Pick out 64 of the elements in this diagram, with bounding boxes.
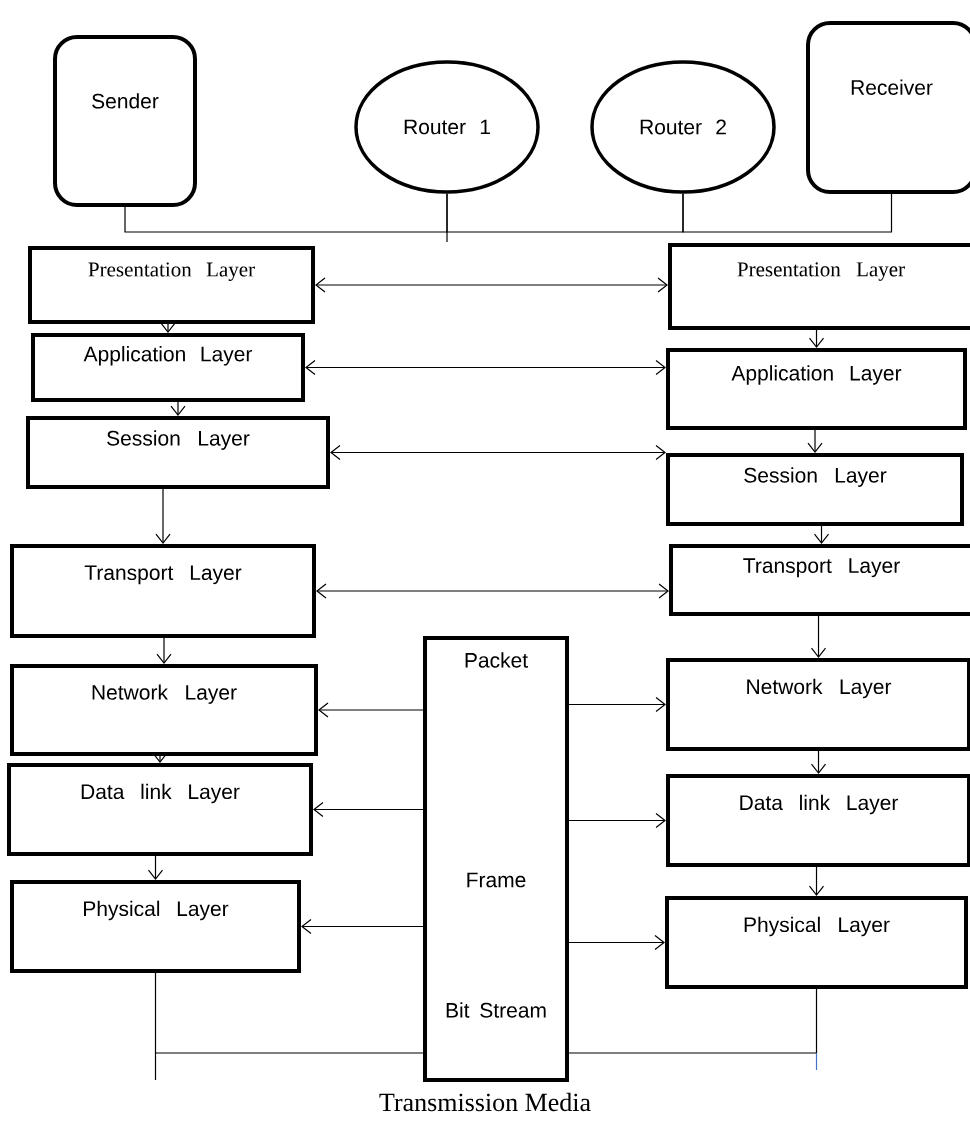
node-label: Sender <box>92 93 159 109</box>
layer-box <box>666 774 970 867</box>
router-ellipse <box>590 60 776 194</box>
node-label: Data link Layer <box>81 783 240 804</box>
arrow <box>808 866 825 896</box>
layer-box <box>7 763 313 856</box>
layer-box <box>10 664 318 756</box>
node-label: Application Layer <box>731 365 902 385</box>
bus-line <box>682 193 893 233</box>
media-line <box>568 988 818 1054</box>
node-label: Application Layer <box>83 346 253 366</box>
arrow <box>568 934 665 951</box>
node-label: Session Layer <box>107 430 250 450</box>
node-label: Router 2 <box>640 119 726 135</box>
arrow <box>810 750 827 774</box>
arrow <box>313 801 424 818</box>
arrow <box>156 637 172 664</box>
data-unit-box <box>423 636 569 1082</box>
device-box <box>806 21 970 194</box>
arrow <box>568 696 666 713</box>
media-line <box>154 972 424 1054</box>
arrow <box>315 277 668 293</box>
layer-box <box>668 243 970 330</box>
unit-label: Frame <box>467 872 526 888</box>
node-label: Network Layer <box>92 684 237 704</box>
layer-box <box>669 544 970 616</box>
layer-box <box>31 333 305 402</box>
node-label: Router 1 <box>404 119 490 135</box>
arrow <box>316 583 669 599</box>
arrow <box>810 615 827 658</box>
arrow <box>807 429 823 453</box>
node-label: Presentation Layer <box>88 262 255 281</box>
arrow <box>813 525 830 544</box>
arrow <box>808 329 825 348</box>
layer-box <box>10 880 301 973</box>
arrow <box>155 488 171 544</box>
node-label: Transport Layer <box>84 565 242 585</box>
node-label: Physical Layer <box>744 916 890 937</box>
node-label: Physical Layer <box>84 900 229 921</box>
layer-box <box>666 658 970 751</box>
layer-box <box>10 544 316 638</box>
arrow <box>330 444 666 461</box>
arrow <box>147 855 164 880</box>
node-label: Transport Layer <box>743 558 900 578</box>
node-label: Receiver <box>851 79 933 95</box>
arrow <box>301 918 424 935</box>
layer-box <box>666 348 967 430</box>
node-label: Network Layer <box>747 678 892 699</box>
node-label: Presentation Layer <box>737 262 905 281</box>
caption: Transmission Media <box>379 1092 591 1112</box>
unit-label: Packet <box>465 652 528 668</box>
layer-box <box>665 896 968 989</box>
node-label: Session Layer <box>744 467 887 487</box>
device-box <box>53 35 197 207</box>
node-label: Data link Layer <box>740 794 898 815</box>
layer-box <box>26 416 330 489</box>
layer-box <box>666 453 964 526</box>
bus-line <box>446 193 684 233</box>
unit-label: Bit Stream <box>446 1002 546 1018</box>
arrow <box>318 702 424 718</box>
arrow <box>305 359 666 376</box>
router-ellipse <box>354 60 540 194</box>
layer-box <box>28 246 315 324</box>
arrow <box>568 812 666 829</box>
